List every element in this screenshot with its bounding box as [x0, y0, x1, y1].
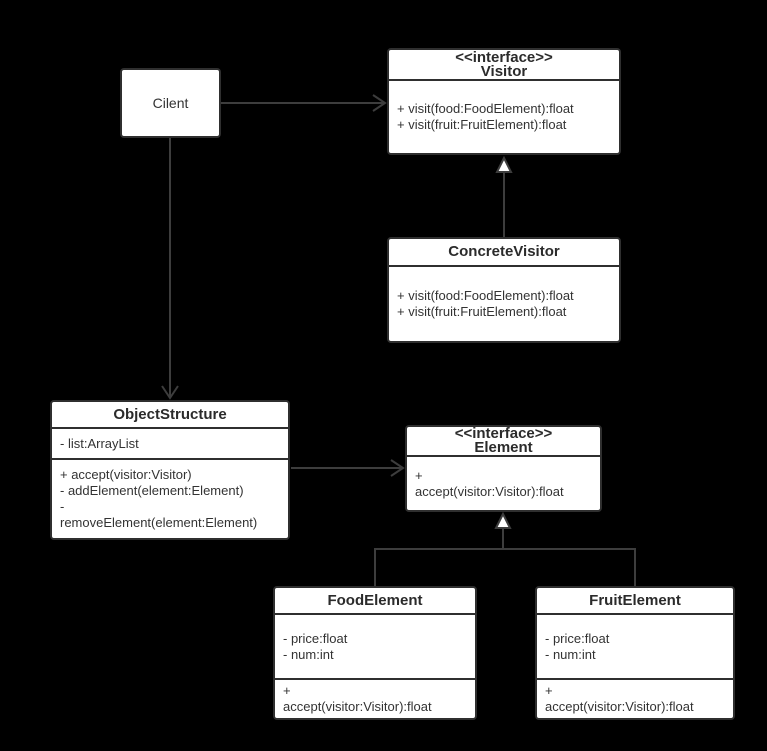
- member-line: + visit(food:FoodElement):float: [397, 101, 574, 116]
- member-line: + visit(fruit:FruitElement):float: [397, 117, 567, 132]
- member-line: - num:int: [545, 646, 596, 662]
- class-foodelement[interactable]: FoodElement - price:float- num:int +acce…: [273, 586, 477, 720]
- class-visitor-name: Visitor: [480, 62, 528, 80]
- class-visitor-methods: + visit(food:FoodElement):float+ visit(f…: [389, 81, 619, 153]
- class-fruitelement[interactable]: FruitElement - price:float- num:int +acc…: [535, 586, 735, 720]
- member-line: - list:ArrayList: [60, 435, 139, 451]
- class-objectstructure-attributes: - list:ArrayList: [52, 429, 288, 460]
- class-fruitelement-attributes: - price:float- num:int: [537, 615, 733, 680]
- member-line: +: [545, 683, 553, 698]
- class-objectstructure-name: ObjectStructure: [113, 405, 227, 423]
- member-line: - addElement(element:Element): [60, 483, 244, 498]
- arrow-client-objectstructure: [161, 138, 179, 400]
- class-visitor-stereotype: <<interface>>: [455, 48, 553, 66]
- class-visitor-header: <<interface>> Visitor: [389, 50, 619, 81]
- class-foodelement-header: FoodElement: [275, 588, 475, 615]
- member-line: - price:float: [545, 630, 610, 646]
- arrow-client-visitor: [221, 94, 387, 112]
- class-client-name: Cilent: [152, 95, 189, 111]
- class-foodelement-attributes: - price:float- num:int: [275, 615, 475, 680]
- class-concretevisitor[interactable]: ConcreteVisitor + visit(food:FoodElement…: [387, 237, 621, 343]
- class-element-stereotype: <<interface>>: [454, 425, 553, 442]
- member-line: + visit(fruit:FruitElement):float: [397, 304, 567, 319]
- class-element-header: <<interface>> Element: [407, 425, 600, 457]
- class-foodelement-methods: +accept(visitor:Visitor):float: [275, 680, 475, 718]
- class-client[interactable]: Cilent: [120, 68, 221, 138]
- class-concretevisitor-methods: + visit(food:FoodElement):float+ visit(f…: [389, 267, 619, 341]
- class-fruitelement-name: FruitElement: [589, 591, 681, 609]
- generalization-elements-tree: [374, 511, 636, 586]
- member-line: accept(visitor:Visitor):float: [283, 699, 432, 714]
- member-line: + accept(visitor:Visitor): [60, 467, 192, 482]
- member-line: removeElement(element:Element): [60, 515, 258, 530]
- member-line: - num:int: [283, 646, 334, 662]
- class-concretevisitor-header: ConcreteVisitor: [389, 239, 619, 267]
- class-element-name: Element: [474, 439, 533, 456]
- member-line: +: [283, 683, 291, 698]
- class-fruitelement-methods: +accept(visitor:Visitor):float: [537, 680, 733, 718]
- class-fruitelement-header: FruitElement: [537, 588, 733, 615]
- arrow-objectstructure-element: [291, 459, 405, 477]
- class-objectstructure-methods: + accept(visitor:Visitor)- addElement(el…: [52, 460, 288, 538]
- class-foodelement-name: FoodElement: [327, 591, 423, 609]
- member-line: -: [60, 499, 65, 514]
- member-line: +: [415, 467, 423, 483]
- member-line: + visit(food:FoodElement):float: [397, 288, 574, 303]
- class-element-methods: +accept(visitor:Visitor):float: [407, 457, 600, 510]
- class-objectstructure[interactable]: ObjectStructure - list:ArrayList + accep…: [50, 400, 290, 540]
- class-concretevisitor-name: ConcreteVisitor: [448, 243, 560, 260]
- member-line: - price:float: [283, 630, 348, 646]
- member-line: accept(visitor:Visitor):float: [545, 699, 694, 714]
- class-element[interactable]: <<interface>> Element +accept(visitor:Vi…: [405, 425, 602, 512]
- class-visitor[interactable]: <<interface>> Visitor + visit(food:FoodE…: [387, 48, 621, 155]
- class-objectstructure-header: ObjectStructure: [52, 402, 288, 429]
- generalization-concretevisitor-visitor: [495, 155, 513, 237]
- member-line: accept(visitor:Visitor):float: [415, 483, 564, 499]
